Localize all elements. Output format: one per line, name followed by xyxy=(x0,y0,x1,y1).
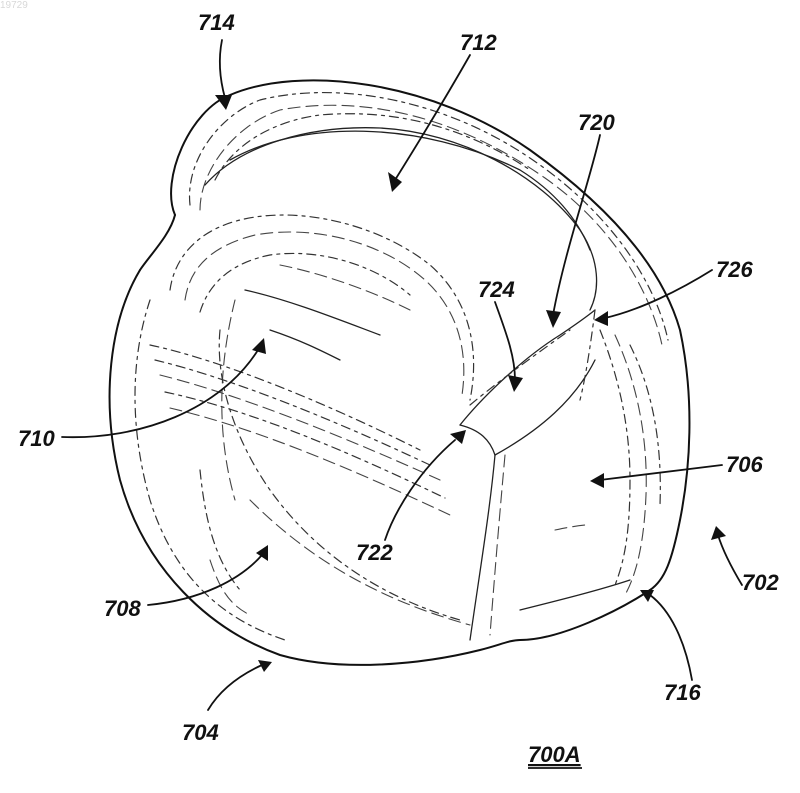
label-724: 724 xyxy=(478,277,515,302)
ridge-seams xyxy=(460,310,595,640)
label-712: 712 xyxy=(460,30,497,55)
label-716: 716 xyxy=(664,680,701,705)
label-706: 706 xyxy=(726,452,763,477)
label-714: 714 xyxy=(198,10,235,35)
label-702: 702 xyxy=(742,570,779,595)
label-722: 722 xyxy=(356,540,393,565)
label-710: 710 xyxy=(18,426,55,451)
top-rim xyxy=(171,80,689,590)
reference-numerals: 714 712 720 724 726 710 722 706 708 702 … xyxy=(18,10,779,768)
leader-lines xyxy=(62,40,742,710)
figure-label: 700A xyxy=(528,742,581,767)
front-face xyxy=(200,330,470,625)
label-726: 726 xyxy=(716,257,753,282)
surface-710-hatching xyxy=(150,265,450,515)
label-704: 704 xyxy=(182,720,219,745)
side-face-706 xyxy=(520,330,660,610)
document-id: 19729 xyxy=(0,0,28,11)
label-720: 720 xyxy=(578,110,615,135)
label-708: 708 xyxy=(104,596,141,621)
